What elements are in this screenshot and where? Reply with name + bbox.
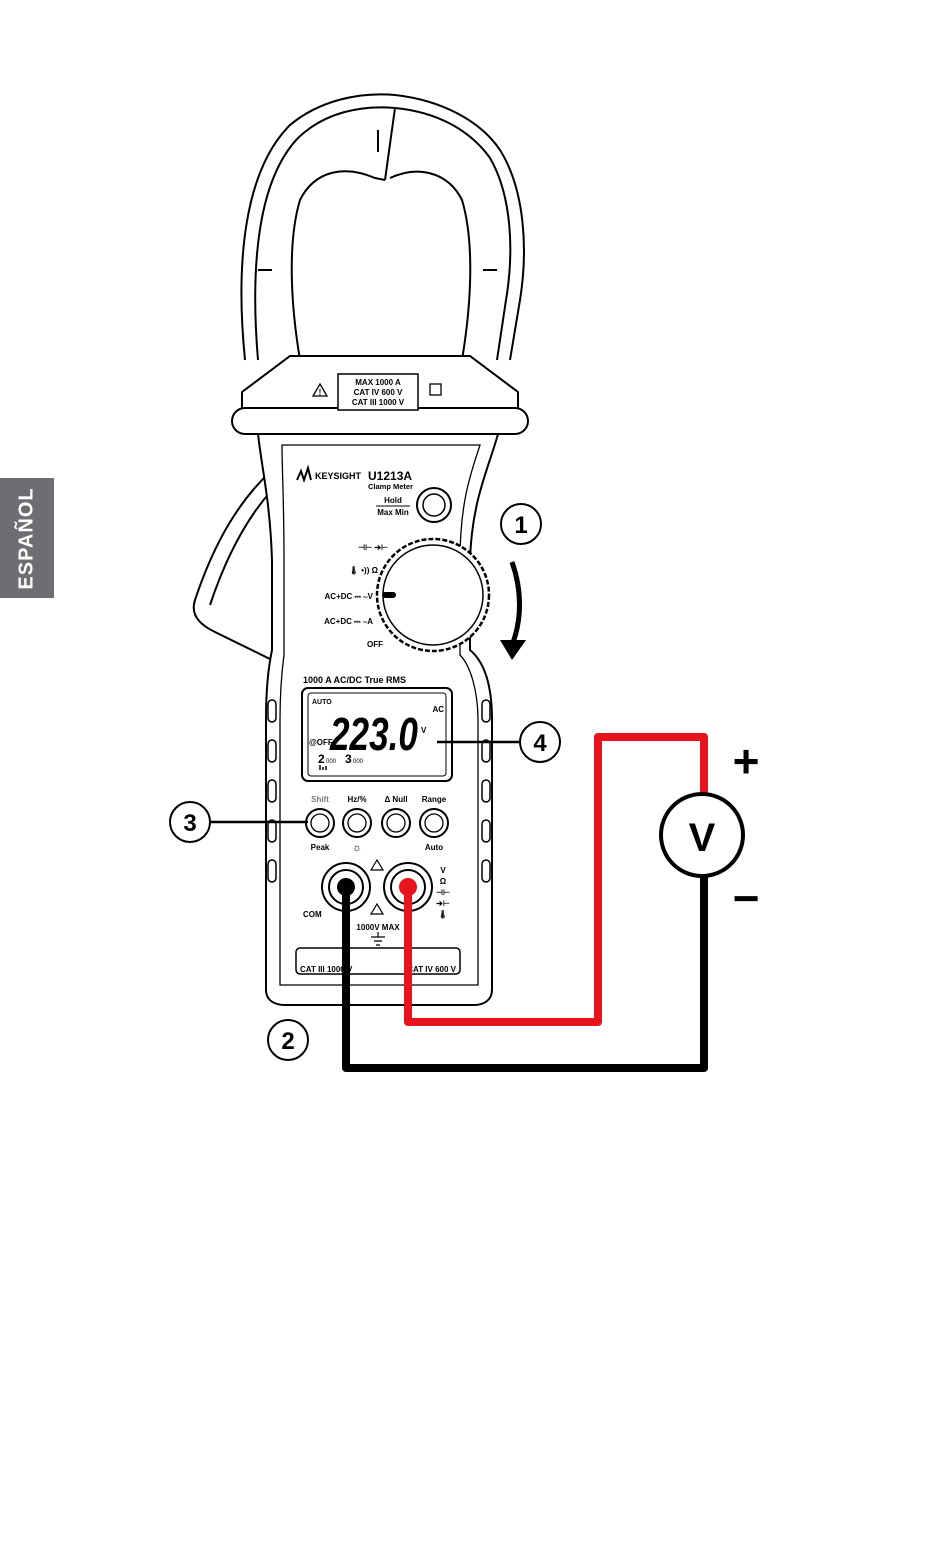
category-band: CAT III 1000 V CAT IV 600 V bbox=[296, 948, 460, 974]
shift-label: Shift bbox=[311, 795, 329, 804]
max-voltage-label: 1000V MAX bbox=[356, 923, 400, 932]
peak-label: Peak bbox=[311, 843, 330, 852]
range-label: Range bbox=[422, 795, 447, 804]
dial-cap-diode: ⊣⊢ ➔⊢ bbox=[358, 542, 388, 552]
lcd-sub2-small: 000 bbox=[353, 759, 364, 765]
minus-sign: − bbox=[733, 872, 760, 924]
model-name: U1213A bbox=[368, 469, 412, 483]
svg-text:!: ! bbox=[319, 388, 322, 397]
terminal-symbol-ohm: Ω bbox=[440, 877, 447, 886]
lcd-reading: 223.0 bbox=[329, 708, 418, 760]
rating-line-1: MAX 1000 A bbox=[355, 378, 401, 387]
dial-volts: AC+DC ⎓ ∼V bbox=[325, 592, 374, 601]
svg-text:3: 3 bbox=[183, 810, 196, 837]
svg-text:1: 1 bbox=[514, 512, 527, 539]
callout-2: 2 bbox=[268, 1020, 308, 1060]
lcd-unit: V bbox=[421, 726, 427, 735]
terminal-symbol-temp: 🌡 bbox=[438, 909, 448, 919]
hold-button[interactable] bbox=[417, 488, 451, 522]
lcd-sub2: 3 bbox=[345, 752, 352, 766]
shift-button[interactable] bbox=[306, 809, 334, 837]
range-button[interactable] bbox=[420, 809, 448, 837]
voltage-source: V + − bbox=[661, 735, 759, 924]
lcd-auto: AUTO bbox=[312, 699, 332, 706]
terminal-symbol-diode: ➔⊢ bbox=[436, 898, 450, 908]
plus-sign: + bbox=[733, 735, 760, 787]
lcd-display: AUTO AC @OFF 223.0 V 2 000 3 000 bbox=[302, 688, 452, 781]
auto-label: Auto bbox=[425, 843, 443, 852]
null-button[interactable] bbox=[382, 809, 410, 837]
callout-1: 1 bbox=[501, 504, 541, 544]
lcd-ac: AC bbox=[432, 705, 444, 714]
svg-text:4: 4 bbox=[533, 730, 547, 757]
clamp-trigger bbox=[194, 470, 272, 660]
rotate-arrow-icon bbox=[512, 562, 520, 645]
maxmin-label: Max Min bbox=[377, 508, 409, 517]
lcd-sub1: 2 bbox=[318, 752, 325, 766]
hz-label: Hz/% bbox=[347, 795, 366, 804]
terminal-symbol-cap: ⊣⊢ bbox=[436, 887, 450, 897]
brand-name: KEYSIGHT bbox=[315, 471, 362, 481]
dial-pointer bbox=[382, 592, 396, 598]
arrow-head-icon bbox=[500, 640, 526, 660]
terminal-symbol-v: V bbox=[440, 866, 446, 875]
null-label: Δ Null bbox=[384, 795, 407, 804]
rotary-switch[interactable] bbox=[377, 539, 489, 651]
rating-line-3: CAT III 1000 V bbox=[352, 398, 405, 407]
hz-button[interactable] bbox=[343, 809, 371, 837]
svg-text:2: 2 bbox=[281, 1028, 294, 1055]
clamp-jaws bbox=[241, 94, 523, 360]
backlight-icon: ☼ bbox=[352, 842, 362, 854]
model-subtitle: Clamp Meter bbox=[368, 482, 413, 491]
dial-amps: AC+DC ⎓ ∼A bbox=[324, 617, 373, 626]
dial-off: OFF bbox=[367, 640, 383, 649]
rating-line-2: CAT IV 600 V bbox=[354, 388, 403, 397]
cat-right-label: CAT IV 600 V bbox=[407, 965, 456, 974]
hold-label: Hold bbox=[384, 496, 402, 505]
source-label: V bbox=[689, 816, 716, 860]
com-label: COM bbox=[303, 910, 322, 919]
lcd-sub1-small: 000 bbox=[326, 759, 337, 765]
dial-temp-res: 🌡 •)) Ω bbox=[349, 565, 379, 575]
spec-line: 1000 A AC/DC True RMS bbox=[303, 675, 406, 685]
